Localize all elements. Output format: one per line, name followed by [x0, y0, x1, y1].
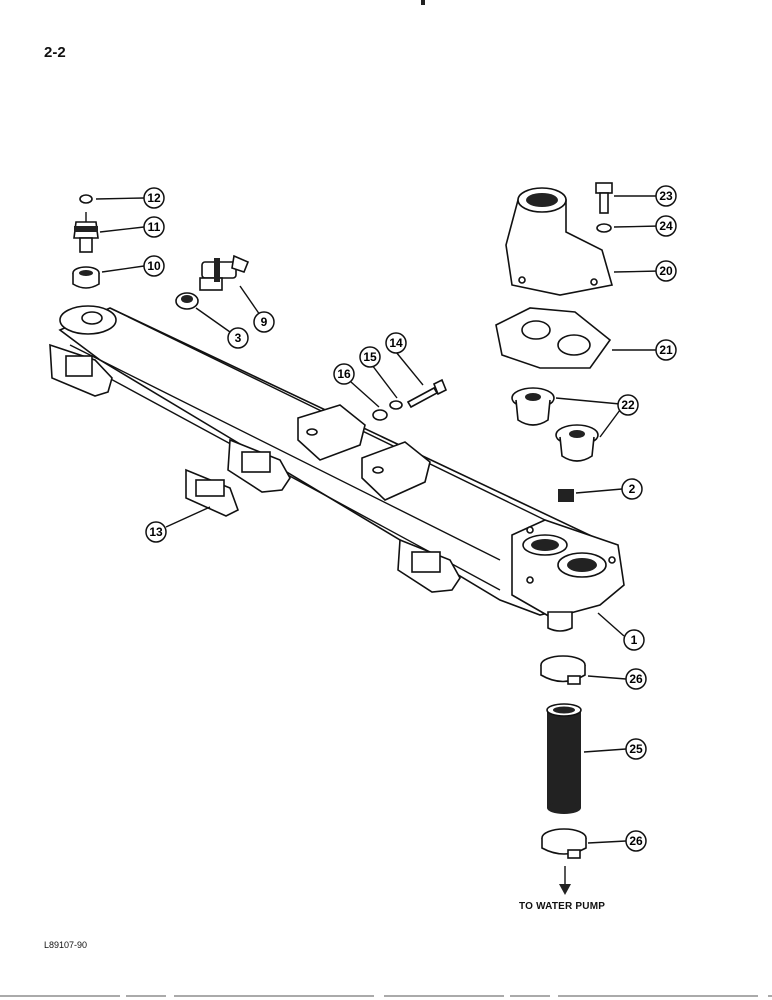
callout-21: 21 [655, 339, 677, 361]
temperature-sender-11 [73, 212, 99, 253]
washer-16 [372, 409, 388, 421]
thermostat-22b [555, 424, 599, 462]
water-manifold [49, 305, 625, 632]
water-outlet-elbow-20 [505, 187, 614, 296]
fitting-3 [175, 292, 199, 310]
bolt-23 [595, 182, 613, 214]
flange-gasket-13 [185, 468, 239, 517]
callout-label: 24 [659, 219, 673, 233]
callout-label: 11 [148, 220, 161, 234]
callout-label: 9 [261, 315, 268, 329]
callout-label: 12 [147, 191, 161, 205]
thermostat-22a [511, 387, 555, 426]
gasket-21 [495, 307, 612, 369]
callout-26-lower: 26 [625, 830, 647, 852]
washer-24 [596, 223, 612, 233]
callout-label: 1 [631, 633, 638, 647]
callout-label: 2 [629, 482, 636, 496]
callout-label: 23 [659, 189, 673, 203]
callout-label: 20 [659, 264, 673, 278]
callout-label: 14 [389, 336, 403, 350]
callout-label: 21 [659, 343, 673, 357]
plug-2 [558, 489, 574, 502]
callout-12: 12 [143, 187, 165, 209]
callout-label: 26 [629, 834, 643, 848]
lockwasher-15 [389, 400, 403, 410]
callout-26-upper: 26 [625, 668, 647, 690]
callout-label: 25 [629, 742, 643, 756]
callout-3: 3 [227, 327, 249, 349]
callout-label: 15 [363, 350, 377, 364]
callout-13: 13 [145, 521, 167, 543]
adapter-10 [72, 266, 100, 289]
callout-label: 13 [149, 525, 163, 539]
callout-1: 1 [623, 629, 645, 651]
page-number: 2-2 [44, 44, 66, 61]
callout-24: 24 [655, 215, 677, 237]
callout-15: 15 [359, 346, 381, 368]
flow-arrow [559, 866, 571, 895]
callout-10: 10 [143, 255, 165, 277]
callout-label: 22 [621, 398, 635, 412]
callout-label: 3 [235, 331, 242, 345]
leader-lines [95, 195, 661, 844]
callout-9: 9 [253, 311, 275, 333]
callout-22: 22 [617, 394, 639, 416]
hose-25 [546, 703, 582, 814]
callout-20: 20 [655, 260, 677, 282]
callout-label: 26 [629, 672, 643, 686]
bolt-14 [406, 378, 448, 409]
callout-label: 10 [147, 259, 161, 273]
callout-23: 23 [655, 185, 677, 207]
nut-12 [79, 194, 93, 204]
callout-2: 2 [621, 478, 643, 500]
callout-16: 16 [333, 363, 355, 385]
callout-11: 11 [143, 216, 165, 238]
callout-14: 14 [385, 332, 407, 354]
callout-25: 25 [625, 738, 647, 760]
figure-code: L89107-90 [44, 940, 88, 950]
drain-valve-9 [199, 254, 250, 291]
hose-clamp-26-lower [541, 828, 587, 859]
hose-clamp-26-upper [540, 655, 586, 685]
destination-label: TO WATER PUMP [519, 901, 606, 912]
callout-label: 16 [337, 367, 351, 381]
